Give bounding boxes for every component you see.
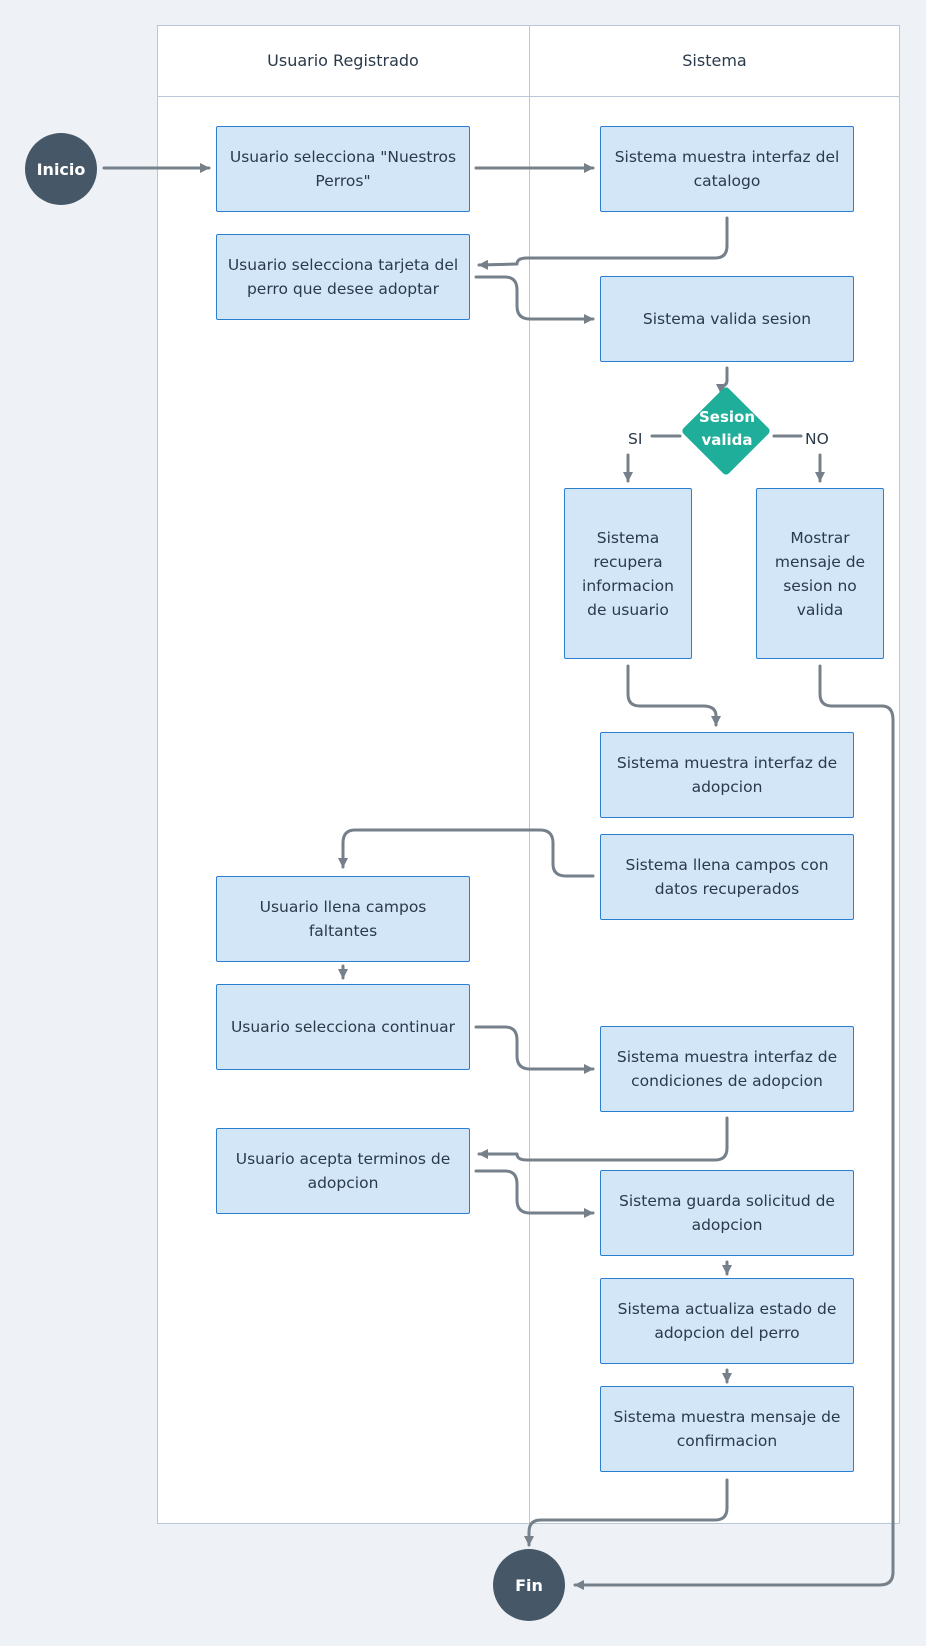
edge-n15-fin xyxy=(524,1478,729,1547)
branch-label-yes: SI xyxy=(628,430,643,448)
branch-label-no: NO xyxy=(805,430,829,448)
activity-retrieve-user-info: Sistema recupera informacion de usuario xyxy=(564,488,692,659)
activity-fill-missing-fields: Usuario llena campos faltantes xyxy=(216,876,470,962)
activity-accept-terms: Usuario acepta terminos de adopcion xyxy=(216,1128,470,1214)
edge-n6-fin xyxy=(573,664,895,1590)
activity-fill-retrieved-fields: Sistema llena campos con datos recuperad… xyxy=(600,834,854,920)
edge-n12-n13 xyxy=(474,1169,595,1218)
lane-header-divider xyxy=(157,96,900,97)
activity-update-dog-status: Sistema actualiza estado de adopcion del… xyxy=(600,1278,854,1364)
activity-show-adoption-form: Sistema muestra interfaz de adopcion xyxy=(600,732,854,818)
activity-select-dog-card: Usuario selecciona tarjeta del perro que… xyxy=(216,234,470,320)
decision-diamond xyxy=(682,387,770,475)
end-node: Fin xyxy=(493,1549,565,1621)
edge-n4-decision xyxy=(716,366,729,395)
edge-n2-n3 xyxy=(477,216,729,270)
lane-title-user: Usuario Registrado xyxy=(267,51,419,70)
edge-n3-n4 xyxy=(474,275,595,324)
activity-save-request: Sistema guarda solicitud de adopcion xyxy=(600,1170,854,1256)
activity-validate-session: Sistema valida sesion xyxy=(600,276,854,362)
activity-show-confirmation: Sistema muestra mensaje de confirmacion xyxy=(600,1386,854,1472)
edge-n5-n7 xyxy=(626,664,721,727)
start-node: Inicio xyxy=(25,133,97,205)
edge-n8-n9 xyxy=(338,828,595,878)
activity-show-conditions: Sistema muestra interfaz de condiciones … xyxy=(600,1026,854,1112)
activity-select-continue: Usuario selecciona continuar xyxy=(216,984,470,1070)
decision-label: Sesion valida xyxy=(698,408,756,449)
edge-n11-n12 xyxy=(477,1116,729,1162)
lane-divider xyxy=(529,25,530,1524)
activity-invalid-session-message: Mostrar mensaje de sesion no valida xyxy=(756,488,884,659)
activity-select-nuestros-perros: Usuario selecciona "Nuestros Perros" xyxy=(216,126,470,212)
activity-show-catalog: Sistema muestra interfaz del catalogo xyxy=(600,126,854,212)
edge-n10-n11 xyxy=(474,1025,595,1074)
lane-title-system: Sistema xyxy=(682,51,747,70)
